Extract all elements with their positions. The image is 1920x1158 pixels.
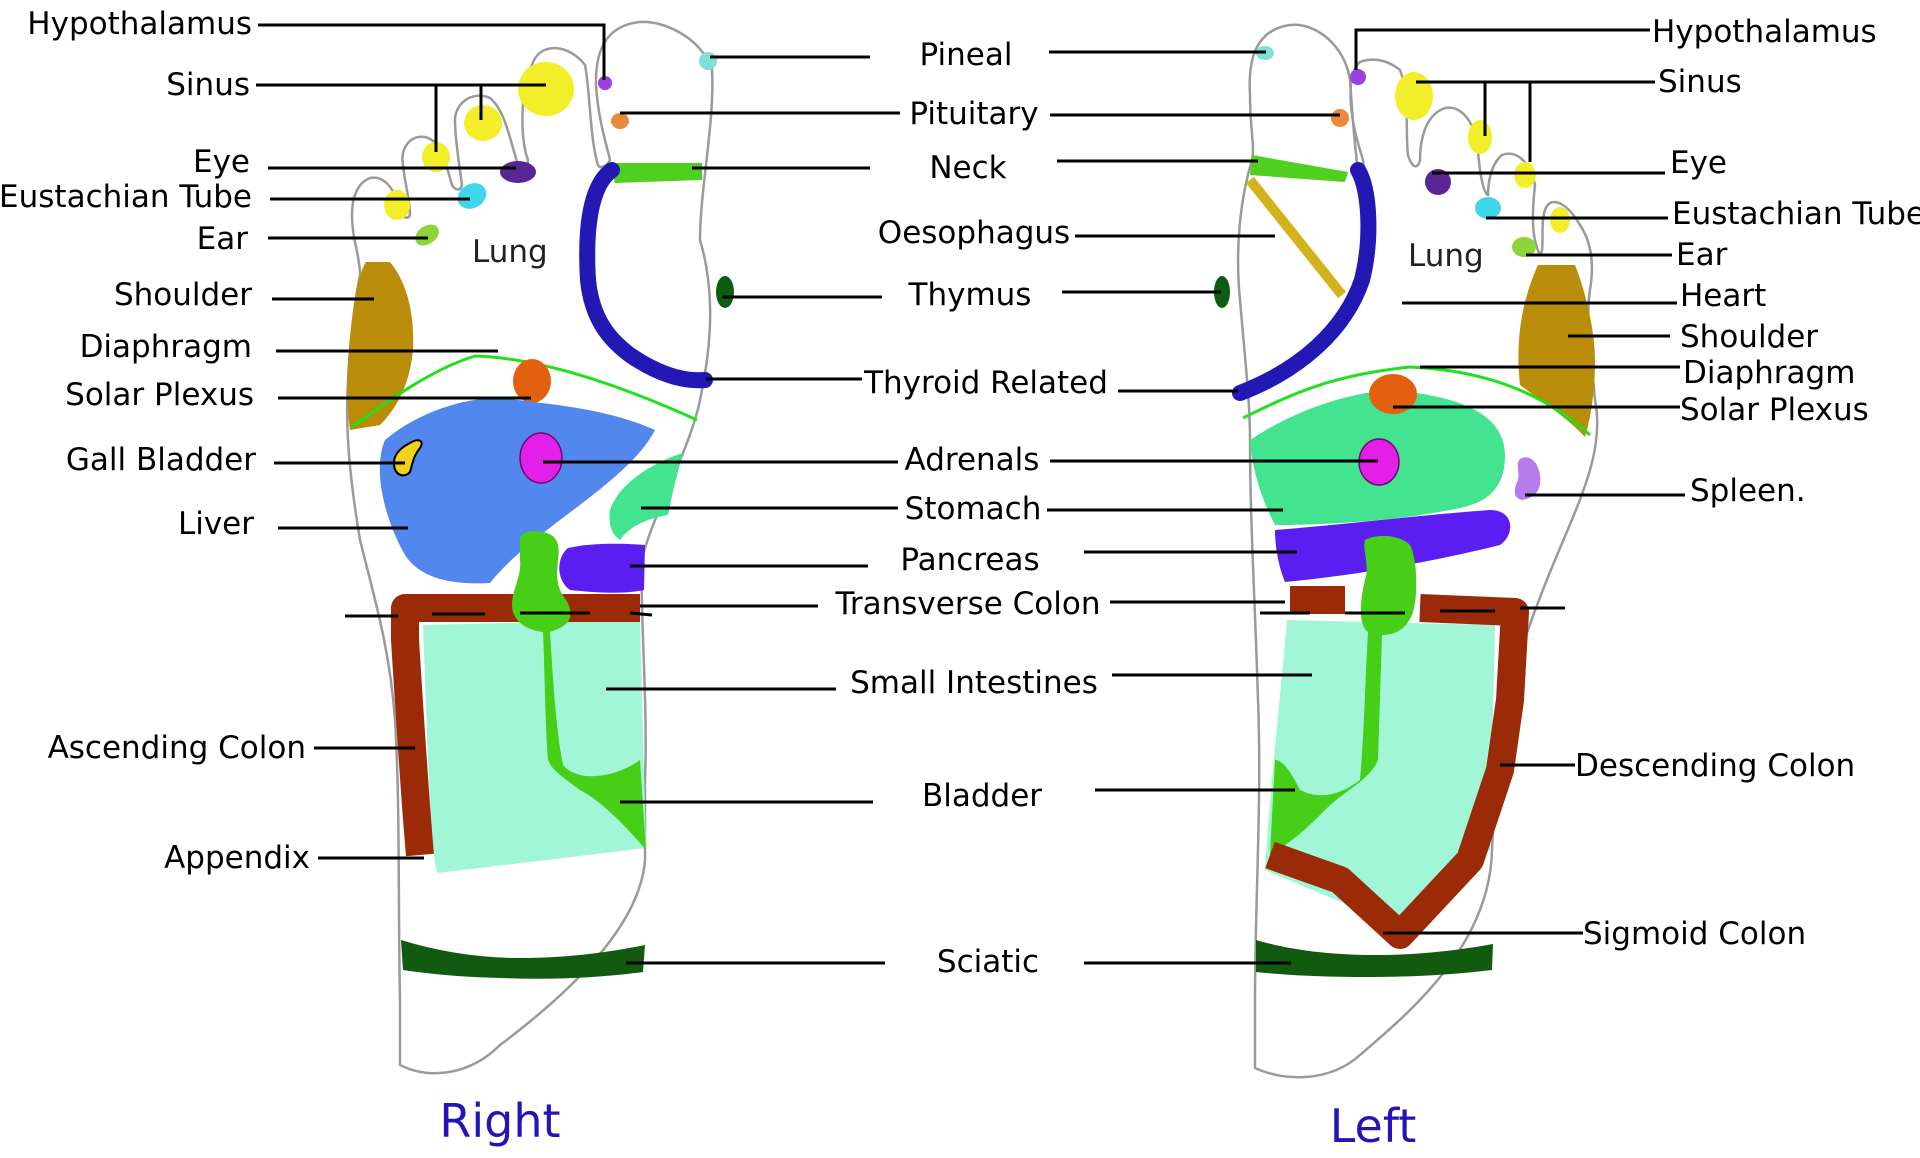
- left-ear-zone: [1512, 237, 1536, 257]
- label-pituitary: Pituitary: [909, 96, 1038, 132]
- label-left-ear: Ear: [1676, 237, 1728, 273]
- right-ear-zone: [415, 224, 439, 246]
- center-labels: Pineal Pituitary Neck Oesophagus Thymus …: [835, 37, 1108, 980]
- right-eye-zone: [500, 161, 536, 183]
- label-thymus: Thymus: [908, 277, 1032, 313]
- right-bladder-zone: [512, 531, 646, 850]
- label-right-ear: Ear: [197, 221, 249, 257]
- label-thyroid-related: Thyroid Related: [863, 365, 1108, 401]
- label-left-diaphragm: Diaphragm: [1683, 355, 1855, 391]
- left-eustachian-zone: [1475, 197, 1501, 219]
- right-foot-title: Right: [439, 1094, 560, 1148]
- left-spleen-zone: [1514, 457, 1541, 500]
- right-foot: Lung: [345, 20, 734, 1075]
- left-oesophagus-zone: [1246, 176, 1346, 299]
- left-shoulder-zone: [1518, 265, 1595, 437]
- label-adrenals: Adrenals: [905, 442, 1040, 478]
- label-right-ascending-colon: Ascending Colon: [48, 730, 306, 766]
- label-left-sigmoid-colon: Sigmoid Colon: [1583, 916, 1806, 952]
- left-thymus-zone: [1214, 276, 1230, 308]
- right-thymus-zone: [716, 276, 734, 308]
- label-transverse-colon: Transverse Colon: [835, 586, 1101, 622]
- right-neck-zone: [610, 163, 702, 183]
- right-sinus-3: [422, 142, 450, 172]
- left-sinus-2: [1468, 120, 1492, 154]
- label-left-solar-plexus: Solar Plexus: [1680, 392, 1869, 428]
- left-pituitary-zone: [1331, 109, 1349, 127]
- right-pineal-zone: [699, 52, 717, 70]
- label-left-heart: Heart: [1680, 278, 1766, 314]
- right-liver-zone: [379, 397, 655, 584]
- label-right-diaphragm: Diaphragm: [80, 329, 252, 365]
- right-hypothalamus-zone: [598, 76, 612, 90]
- left-foot-title: Left: [1330, 1099, 1417, 1153]
- label-right-gall-bladder: Gall Bladder: [66, 442, 256, 478]
- left-bladder-zone: [1270, 535, 1417, 855]
- label-bladder: Bladder: [922, 778, 1042, 814]
- right-gall-bladder-zone: [392, 439, 423, 477]
- left-diaphragm-line: [1242, 365, 1592, 437]
- label-right-eustachian-tube: Eustachian Tube: [0, 179, 252, 215]
- label-left-eustachian-tube: Eustachian Tube: [1672, 196, 1920, 232]
- label-right-liver: Liver: [178, 506, 254, 542]
- right-pancreas-zone: [559, 543, 645, 593]
- left-colon-zone: [1265, 586, 1529, 949]
- label-small-intestines: Small Intestines: [850, 665, 1098, 701]
- right-thyroid-zone: [579, 162, 713, 389]
- right-adrenals-zone: [519, 432, 563, 484]
- left-eye-zone: [1425, 169, 1451, 195]
- label-right-shoulder: Shoulder: [114, 277, 252, 313]
- label-pineal: Pineal: [920, 37, 1013, 73]
- left-small-intestines-zone: [1265, 620, 1495, 925]
- label-sciatic: Sciatic: [937, 944, 1039, 980]
- right-shoulder-zone: [347, 262, 414, 430]
- right-sinus-big: [518, 62, 574, 116]
- label-left-hypothalamus: Hypothalamus: [1652, 14, 1877, 50]
- right-sinus-2: [464, 105, 502, 141]
- right-solar-plexus-zone: [513, 359, 551, 403]
- left-foot: Lung: [1214, 23, 1599, 1079]
- left-sciatic-zone: [1256, 940, 1493, 977]
- label-left-shoulder: Shoulder: [1680, 319, 1818, 355]
- right-colon-zone: [391, 594, 640, 857]
- label-left-sinus: Sinus: [1658, 64, 1742, 100]
- label-right-solar-plexus: Solar Plexus: [65, 377, 254, 413]
- left-sinus-big: [1395, 72, 1433, 120]
- right-eustachian-zone: [457, 183, 487, 209]
- label-stomach: Stomach: [905, 491, 1042, 527]
- right-small-intestines-zone: [423, 620, 646, 873]
- label-neck: Neck: [929, 150, 1006, 186]
- label-left-descending-colon: Descending Colon: [1575, 748, 1855, 784]
- leader-lines: [256, 23, 1685, 965]
- label-right-sinus: Sinus: [166, 67, 250, 103]
- label-right-appendix: Appendix: [164, 840, 310, 876]
- label-oesophagus: Oesophagus: [878, 215, 1070, 251]
- right-sinus-4: [384, 190, 410, 220]
- left-lung-label: Lung: [1408, 238, 1484, 274]
- label-left-spleen: Spleen.: [1690, 473, 1806, 509]
- label-pancreas: Pancreas: [900, 542, 1039, 578]
- left-neck-zone: [1250, 155, 1348, 182]
- right-sciatic-zone: [401, 940, 645, 979]
- right-lung-label: Lung: [472, 234, 548, 270]
- right-foot-labels: Hypothalamus Sinus Eye Eustachian Tube E…: [0, 6, 310, 876]
- left-solar-plexus-zone: [1369, 374, 1417, 414]
- left-sinus-4: [1550, 207, 1570, 233]
- right-stomach-zone: [609, 453, 683, 540]
- left-thyroid-zone: [1232, 162, 1377, 401]
- left-sinus-3: [1514, 162, 1536, 188]
- right-pituitary-zone: [611, 113, 629, 129]
- left-hypothalamus-zone: [1350, 69, 1366, 85]
- left-foot-labels: Hypothalamus Sinus Eye Eustachian Tube E…: [1575, 14, 1920, 952]
- label-left-eye: Eye: [1670, 145, 1727, 181]
- label-right-eye: Eye: [193, 144, 250, 180]
- label-right-hypothalamus: Hypothalamus: [27, 6, 252, 42]
